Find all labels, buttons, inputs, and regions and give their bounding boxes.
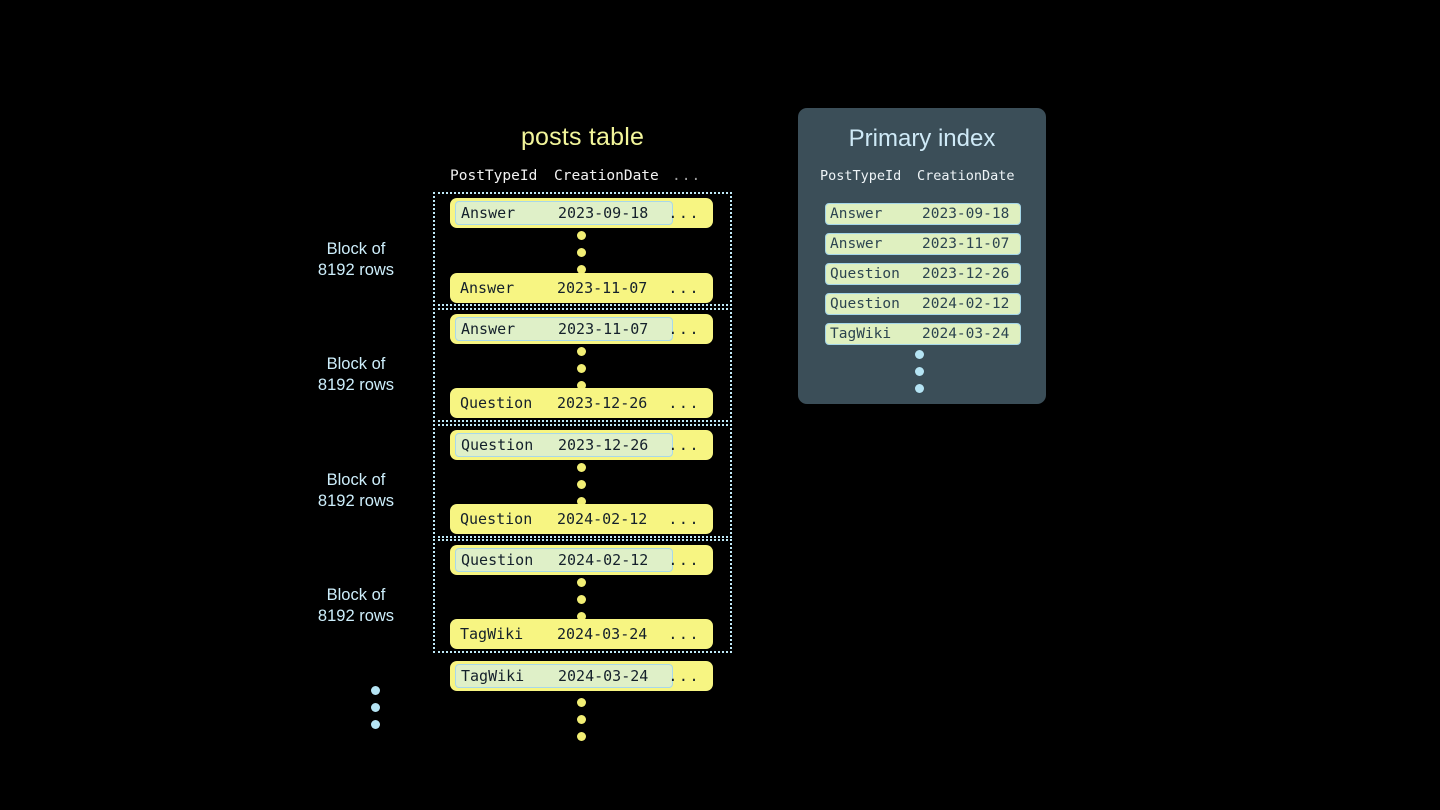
primary-index-column-headers: PostTypeId CreationDate	[820, 166, 1024, 186]
block-4	[433, 539, 732, 653]
posts-row-3-last-more: ...	[668, 510, 700, 528]
posts-row-1-last: Answer 2023-11-07 ...	[450, 273, 713, 303]
index-row-3-creationdate: 2023-12-26	[922, 266, 1010, 282]
posts-row-2-last: Question 2023-12-26 ...	[450, 388, 713, 418]
index-row-2-posttypeid: Answer	[830, 236, 883, 252]
posts-row-4-first-keycells: Question 2024-02-12	[455, 548, 673, 572]
posts-row-1-last-more: ...	[668, 279, 700, 297]
index-row-3-posttypeid: Question	[830, 266, 900, 282]
posts-row-1-last-creationdate: 2023-11-07	[557, 279, 648, 297]
posts-row-4-last-keycells: TagWiki 2024-03-24	[455, 622, 671, 646]
block-3-label: Block of 8192 rows	[293, 470, 419, 512]
block-1-label: Block of 8192 rows	[293, 239, 419, 281]
block-1-label-line1: Block of	[326, 240, 386, 258]
index-row-1: Answer 2023-09-18	[825, 203, 1021, 225]
posts-row-4-first-more: ...	[668, 551, 700, 569]
posts-row-3-first-keycells: Question 2023-12-26	[455, 433, 673, 457]
posts-row-3-first-more: ...	[668, 436, 700, 454]
index-row-1-creationdate: 2023-09-18	[922, 206, 1010, 222]
posts-row-3-last: Question 2024-02-12 ...	[450, 504, 713, 534]
posts-row-2-last-posttypeid: Question	[460, 394, 533, 412]
posts-row-2-first: Answer 2023-11-07 ...	[450, 314, 713, 344]
block-2	[433, 308, 732, 422]
posts-row-3-last-posttypeid: Question	[460, 510, 533, 528]
block-4-label: Block of 8192 rows	[293, 585, 419, 627]
index-row-4-posttypeid: Question	[830, 296, 900, 312]
block-3-label-line2: 8192 rows	[317, 492, 395, 510]
posts-row-2-first-creationdate: 2023-11-07	[558, 320, 649, 338]
block-2-label: Block of 8192 rows	[293, 354, 419, 396]
posts-row-4-last-creationdate: 2024-03-24	[557, 625, 648, 643]
posts-row-4-last-posttypeid: TagWiki	[460, 625, 524, 643]
posts-row-4-last-more: ...	[668, 625, 700, 643]
posts-row-trailing-more: ...	[668, 667, 700, 685]
posts-block-1-ellipsis-icon	[577, 231, 586, 274]
index-row-5-posttypeid: TagWiki	[830, 326, 892, 342]
primary-index-panel: Primary index PostTypeId CreationDate	[798, 108, 1046, 404]
block-1	[433, 192, 732, 306]
posts-row-1-first-more: ...	[668, 204, 700, 222]
column-header-posttypeid: PostTypeId	[450, 168, 538, 184]
index-row-4: Question 2024-02-12	[825, 293, 1021, 315]
posts-block-3-ellipsis-icon	[577, 463, 586, 506]
posts-row-3-last-creationdate: 2024-02-12	[557, 510, 648, 528]
block-4-label-line1: Block of	[326, 586, 386, 604]
posts-row-4-first-posttypeid: Question	[461, 551, 534, 569]
posts-row-1-last-keycells: Answer 2023-11-07	[455, 276, 671, 300]
primary-index-ellipsis-icon	[915, 350, 924, 393]
posts-row-2-last-keycells: Question 2023-12-26	[455, 391, 671, 415]
block-4-label-line2: 8192 rows	[317, 607, 395, 625]
posts-row-3-first: Question 2023-12-26 ...	[450, 430, 713, 460]
index-row-2-creationdate: 2023-11-07	[922, 236, 1010, 252]
posts-row-trailing-posttypeid: TagWiki	[461, 667, 525, 685]
primary-index-title: Primary index	[848, 125, 996, 152]
posts-table-title: posts table	[520, 123, 645, 151]
posts-row-4-last: TagWiki 2024-03-24 ...	[450, 619, 713, 649]
posts-row-1-first-creationdate: 2023-09-18	[558, 204, 649, 222]
posts-table-column-headers: PostTypeId CreationDate ...	[450, 166, 713, 186]
index-row-5-creationdate: 2024-03-24	[922, 326, 1010, 342]
posts-row-trailing-creationdate: 2024-03-24	[558, 667, 649, 685]
index-row-4-creationdate: 2024-02-12	[922, 296, 1010, 312]
block-2-label-line2: 8192 rows	[317, 376, 395, 394]
posts-row-4-first-creationdate: 2024-02-12	[558, 551, 649, 569]
index-row-3: Question 2023-12-26	[825, 263, 1021, 285]
posts-row-4-first: Question 2024-02-12 ...	[450, 545, 713, 575]
column-header-creationdate: CreationDate	[554, 168, 659, 184]
posts-row-1-first-posttypeid: Answer	[461, 204, 516, 222]
posts-row-2-first-more: ...	[668, 320, 700, 338]
column-header-more-ellipsis: ...	[672, 168, 702, 184]
index-row-5: TagWiki 2024-03-24	[825, 323, 1021, 345]
index-column-header-posttypeid: PostTypeId	[820, 168, 902, 184]
block-3	[433, 424, 732, 538]
index-row-1-posttypeid: Answer	[830, 206, 883, 222]
posts-row-3-last-keycells: Question 2024-02-12	[455, 507, 671, 531]
posts-row-trailing: TagWiki 2024-03-24 ...	[450, 661, 713, 691]
block-2-label-line1: Block of	[326, 355, 386, 373]
posts-block-4-ellipsis-icon	[577, 578, 586, 621]
posts-table-trailing-ellipsis-icon	[577, 698, 586, 741]
blocks-trailing-ellipsis-icon	[371, 686, 380, 729]
posts-row-3-first-creationdate: 2023-12-26	[558, 436, 649, 454]
index-column-header-creationdate: CreationDate	[917, 168, 1015, 184]
posts-row-1-first: Answer 2023-09-18 ...	[450, 198, 713, 228]
posts-row-1-last-posttypeid: Answer	[460, 279, 515, 297]
block-1-label-line2: 8192 rows	[317, 261, 395, 279]
posts-block-2-ellipsis-icon	[577, 347, 586, 390]
posts-row-1-first-keycells: Answer 2023-09-18	[455, 201, 673, 225]
posts-row-2-last-creationdate: 2023-12-26	[557, 394, 648, 412]
posts-row-trailing-keycells: TagWiki 2024-03-24	[455, 664, 673, 688]
index-row-2: Answer 2023-11-07	[825, 233, 1021, 255]
posts-row-2-first-keycells: Answer 2023-11-07	[455, 317, 673, 341]
posts-row-2-first-posttypeid: Answer	[461, 320, 516, 338]
block-3-label-line1: Block of	[326, 471, 386, 489]
posts-row-3-first-posttypeid: Question	[461, 436, 534, 454]
posts-row-2-last-more: ...	[668, 394, 700, 412]
